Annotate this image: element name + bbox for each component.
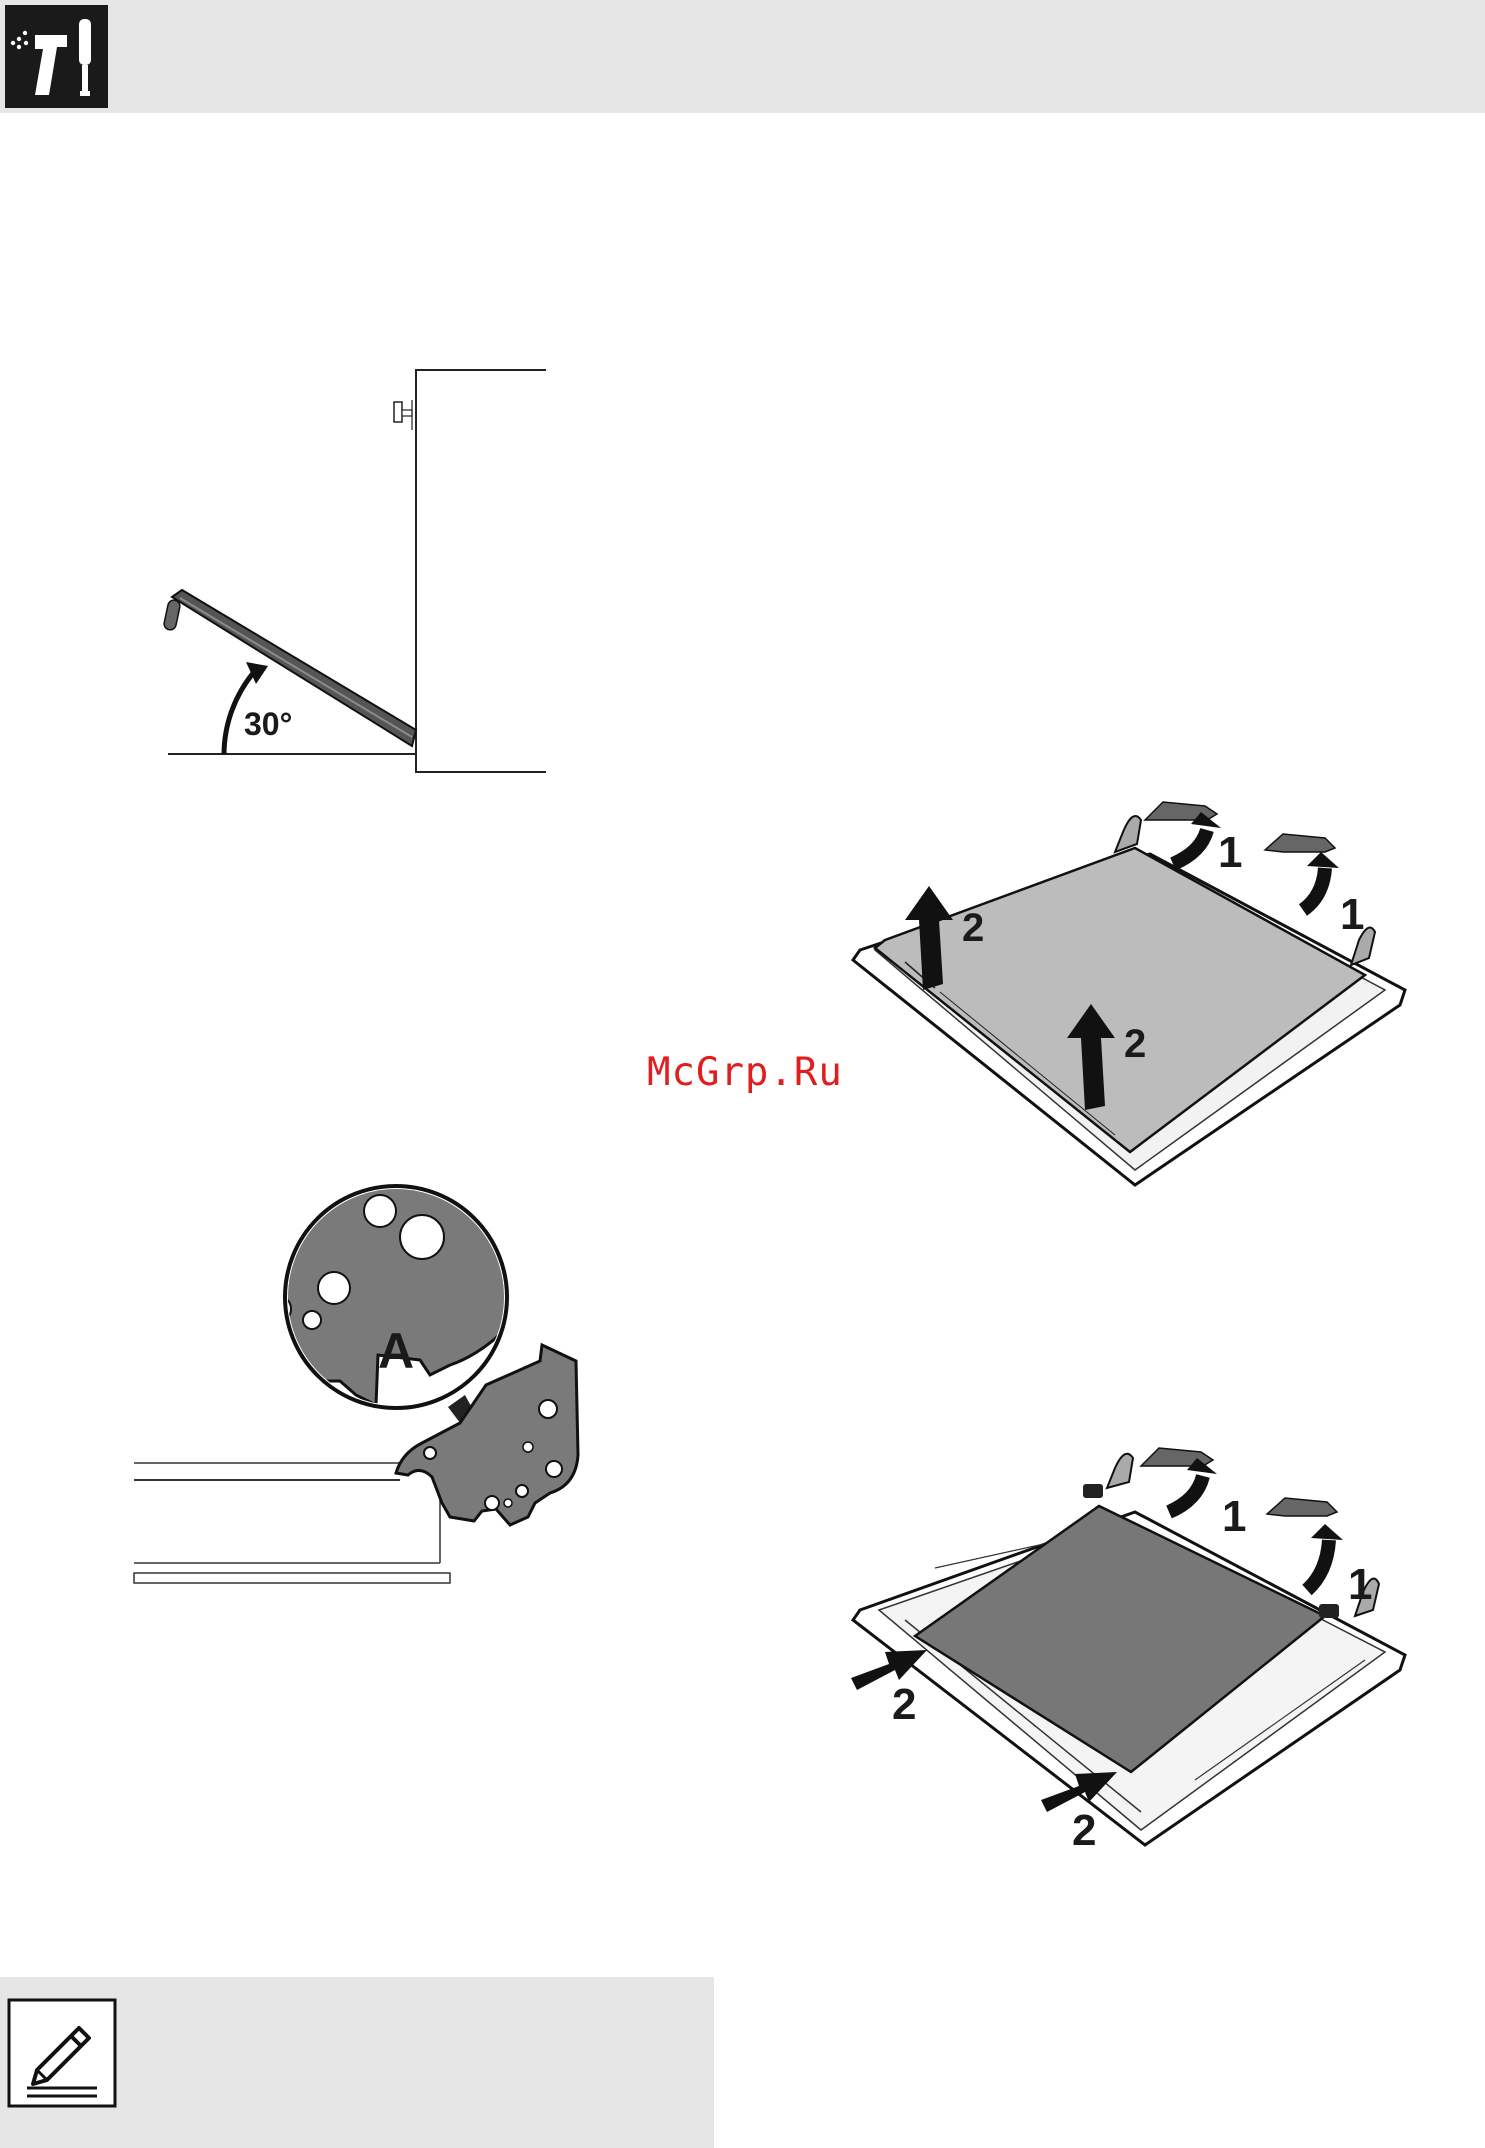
removal-step-2b: 2 <box>1124 1022 1146 1067</box>
header-band <box>0 0 1485 113</box>
glass-removal-figure <box>845 790 1425 1210</box>
insert-step-1b: 1 <box>1348 1560 1372 1610</box>
maintenance-spray-screwdriver-icon <box>5 5 108 108</box>
insert-step-2b: 2 <box>1072 1806 1096 1856</box>
door-angle-figure <box>160 360 560 780</box>
glass-insert-figure <box>845 1440 1425 1860</box>
pencil-note-icon <box>7 1998 117 2108</box>
angle-label: 30° <box>244 706 292 743</box>
hinge-detail-figure <box>130 1185 610 1605</box>
removal-step-2a: 2 <box>962 906 984 951</box>
insert-step-2a: 2 <box>892 1680 916 1730</box>
insert-step-1a: 1 <box>1222 1492 1246 1542</box>
watermark: McGrp.Ru <box>647 1050 843 1095</box>
removal-step-1a: 1 <box>1218 828 1242 878</box>
removal-step-1b: 1 <box>1340 890 1364 940</box>
detail-label-a: A <box>378 1322 414 1380</box>
